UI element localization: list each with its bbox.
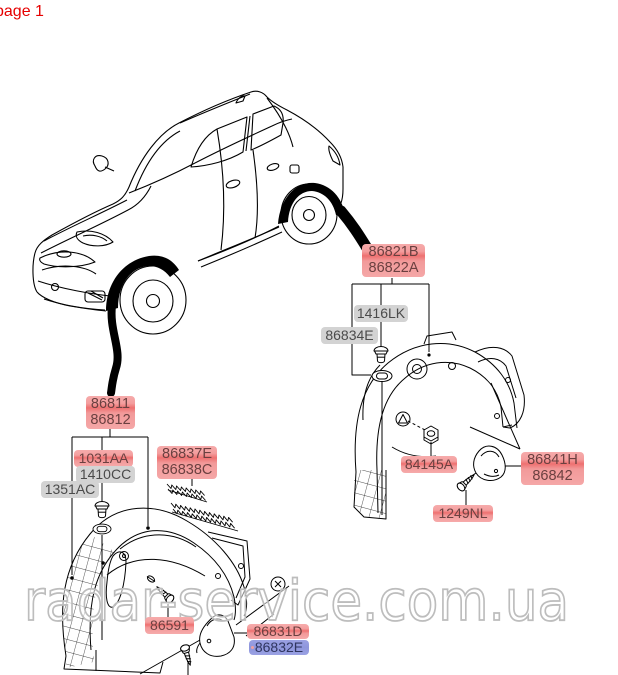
watermark-text: radar-service.com.ua [23,568,570,635]
part-number-86831D[interactable]: 86831D [247,624,309,639]
connector-lines [70,278,521,675]
rear-wheel-guard-highlight [278,182,345,224]
part-number-line: 1416LK [356,305,406,321]
push-pin-clip-icon [94,501,110,519]
part-number-line: 86831D [253,623,303,639]
part-number-line: 86591 [150,617,189,633]
small-clip-icon [146,575,156,583]
part-number-line: 86812 [90,411,131,428]
front-wheel-guard-highlight [106,255,179,311]
part-number-1249NL[interactable]: 1249NL [433,505,493,522]
part-number-1416LK[interactable]: 1416LK [354,305,408,322]
part-number-line: 1249NL [438,505,488,521]
part-number-84145A[interactable]: 84145A [401,456,457,473]
part-number-1031AA[interactable]: 1031AA [74,450,133,467]
grommet-clip-icon [371,370,393,382]
front-wheel-liner-drawing [62,507,286,674]
tapping-screw-icon [455,470,478,493]
part-number-86821B-86822A[interactable]: 86821B 86822A [362,244,425,277]
part-number-line: 86838C [161,461,213,478]
part-number-line: 86834E [325,327,374,343]
rear-guard-arrow [335,205,373,254]
fender-tread-strips-drawing [166,483,239,532]
push-pin-clip-icon [373,346,389,364]
part-number-line: 1410CC [79,466,132,482]
part-number-line: 86821B [368,244,419,260]
part-number-line: 86811 [90,396,131,412]
part-number-86841H-86842[interactable]: 86841H 86842 [521,452,584,485]
vehicle-drawing [32,90,344,335]
part-number-1351AC[interactable]: 1351AC [41,481,99,498]
hex-nut-icon [423,425,439,445]
front-guard-arrow [107,302,122,397]
part-number-line: 86832E [254,639,304,655]
part-number-86811-86812[interactable]: 86811 86812 [86,396,135,429]
part-number-86837E-86838C[interactable]: 86837E 86838C [157,446,217,479]
grommet-clip-icon [92,523,112,535]
part-number-86591[interactable]: 86591 [145,617,194,634]
part-number-line: 1351AC [44,481,96,497]
front-mud-flap-drawing [196,614,235,657]
rear-wheel-liner-drawing [353,331,525,520]
part-number-line: 86837E [162,446,212,462]
part-number-line: 84145A [404,456,454,472]
part-number-86834E[interactable]: 86834E [321,327,378,344]
part-number-line: 86841H [527,452,578,468]
page-title: page 1 [0,3,44,20]
part-number-line: 86822A [368,259,419,276]
front-wheel [119,265,187,335]
tapping-screw-icon [179,643,196,668]
part-number-line: 86842 [532,467,573,484]
rear-mud-guard-drawing [469,445,506,481]
part-number-86832E[interactable]: 86832E [249,640,309,655]
part-number-1410CC[interactable]: 1410CC [76,466,135,483]
part-number-line: 1031AA [78,450,129,466]
